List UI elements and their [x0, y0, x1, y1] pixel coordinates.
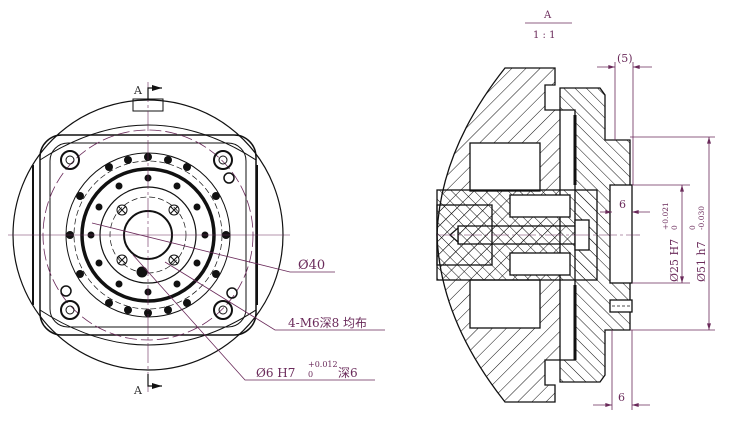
svg-text:0: 0	[670, 225, 679, 230]
tapped-holes-callout: 4-M6深8 均布	[288, 316, 367, 330]
section-title: A 1 : 1	[525, 10, 572, 41]
pin-hole-callout: Ø6 H7 +0.012 0 深6	[256, 360, 358, 380]
svg-text:0: 0	[308, 370, 313, 379]
svg-text:A: A	[133, 384, 143, 397]
section-view	[436, 67, 640, 403]
section-marker-top: A	[133, 84, 162, 100]
section-marker-bottom: A	[133, 374, 162, 397]
top-offset-dim: (5)	[617, 52, 633, 65]
bottom-offset-dim: 6	[618, 391, 625, 404]
svg-text:A: A	[133, 84, 143, 97]
section-dimensions	[593, 62, 715, 410]
recess-depth-dim: 6	[619, 198, 626, 211]
bore-diameter-callout: Ø40	[298, 258, 325, 273]
svg-text:A: A	[543, 10, 552, 21]
svg-text:深6: 深6	[338, 366, 358, 380]
svg-text:0: 0	[688, 225, 697, 230]
svg-text:Ø25 H7: Ø25 H7	[668, 239, 681, 282]
inner-diameter-dim: Ø25 H7 +0.021 0	[661, 202, 681, 282]
svg-text:+0.012: +0.012	[308, 360, 338, 369]
outer-diameter-dim: Ø51 h7 0 -0.030	[688, 206, 708, 282]
svg-text:-0.030: -0.030	[697, 206, 706, 230]
svg-text:1 : 1: 1 : 1	[533, 30, 555, 41]
svg-text:+0.021: +0.021	[661, 202, 670, 230]
front-view	[8, 82, 385, 392]
svg-text:Ø6 H7: Ø6 H7	[256, 366, 295, 380]
svg-text:Ø51 h7: Ø51 h7	[695, 241, 708, 282]
